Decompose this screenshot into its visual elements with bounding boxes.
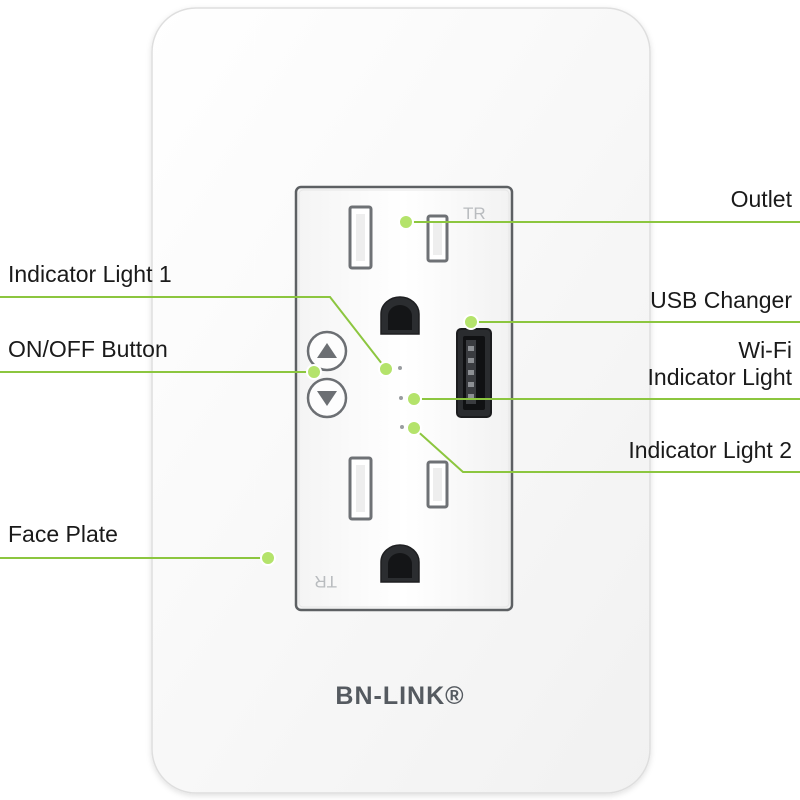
down-arrow-icon (317, 391, 337, 406)
callout-dots (260, 214, 479, 566)
callout-lines (0, 221, 800, 559)
on-off-button[interactable] (306, 330, 348, 419)
callout-dot-indicator-light-1 (378, 361, 394, 377)
indicator-light-1-led (398, 366, 402, 370)
label-indicator-light-2: Indicator Light 2 (628, 437, 792, 463)
up-arrow-icon (317, 343, 337, 358)
callout-line-indicator-light-1 (0, 296, 387, 370)
tr-mark-bottom: TR (314, 572, 337, 591)
label-face-plate: Face Plate (8, 521, 118, 547)
label-indicator-light-1: Indicator Light 1 (8, 261, 172, 287)
callout-dot-usb-changer (463, 314, 479, 330)
callout-dot-indicator-light-2 (406, 420, 422, 436)
tr-mark-top: TR (463, 204, 486, 223)
label-usb-changer: USB Changer (650, 287, 792, 313)
label-wifi-indicator-line2: Indicator Light (647, 364, 792, 390)
callout-dot-wifi-indicator (406, 391, 422, 407)
label-wifi-indicator-line1: Wi-Fi (738, 337, 792, 363)
label-on-off-button: ON/OFF Button (8, 336, 168, 362)
callout-dot-outlet (398, 214, 414, 230)
callout-dot-face-plate (260, 550, 276, 566)
label-outlet: Outlet (730, 186, 792, 212)
callout-line-indicator-light-2 (413, 427, 800, 473)
callout-dot-on-off-button (306, 364, 322, 380)
wifi-indicator-led (399, 396, 403, 400)
brand-logo: BN-LINK® (335, 682, 464, 710)
indicator-light-2-led (400, 425, 404, 429)
